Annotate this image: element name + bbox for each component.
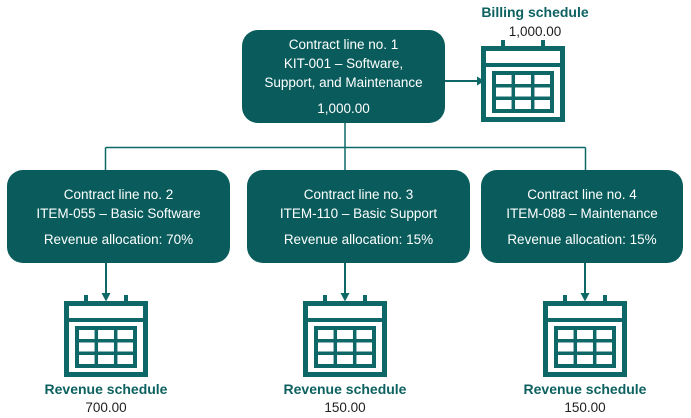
calendar-icon xyxy=(543,295,627,377)
calendar-icon xyxy=(64,295,148,377)
node-text-line: Contract line no. 1 xyxy=(288,37,399,52)
node-allocation: Revenue allocation: 15% xyxy=(507,231,657,247)
node-text-line: Support, and Maintenance xyxy=(264,75,423,90)
node-text-line: Contract line no. 2 xyxy=(63,186,174,202)
node-text-line: ITEM-088 – Maintenance xyxy=(506,205,658,221)
revenue-schedule-label: Revenue schedule xyxy=(283,381,407,397)
node-text-line: KIT-001 – Software, xyxy=(283,56,404,71)
contract-line-4-node: Contract line no. 4 ITEM-088 – Maintenan… xyxy=(481,170,683,263)
contract-line-3-node: Contract line no. 3 ITEM-110 – Basic Sup… xyxy=(247,170,470,263)
node-allocation: Revenue allocation: 70% xyxy=(43,231,194,247)
revenue-schedule-amount: 150.00 xyxy=(324,400,366,415)
revenue-schedule-label: Revenue schedule xyxy=(523,381,647,397)
node-text-line: Contract line no. 3 xyxy=(303,186,414,202)
contract-line-1-node: Contract line no. 1 KIT-001 – Software, … xyxy=(242,30,445,123)
billing-schedule-amount: 1,000.00 xyxy=(508,24,562,39)
billing-schedule-label: Billing schedule xyxy=(481,4,589,20)
revenue-schedule-amount: 700.00 xyxy=(85,400,127,415)
contract-line-2-node: Contract line no. 2 ITEM-055 – Basic Sof… xyxy=(7,170,230,263)
node-amount: 1,000.00 xyxy=(317,101,370,116)
node-text-line: ITEM-055 – Basic Software xyxy=(36,205,201,221)
node-text-line: Contract line no. 4 xyxy=(527,186,637,202)
node-text-line: ITEM-110 – Basic Support xyxy=(279,205,438,221)
revenue-schedule-label: Revenue schedule xyxy=(44,381,168,397)
revenue-schedule-amount: 150.00 xyxy=(564,400,606,415)
calendar-icon xyxy=(481,40,565,122)
calendar-icon xyxy=(303,295,387,377)
node-allocation: Revenue allocation: 15% xyxy=(283,231,434,247)
